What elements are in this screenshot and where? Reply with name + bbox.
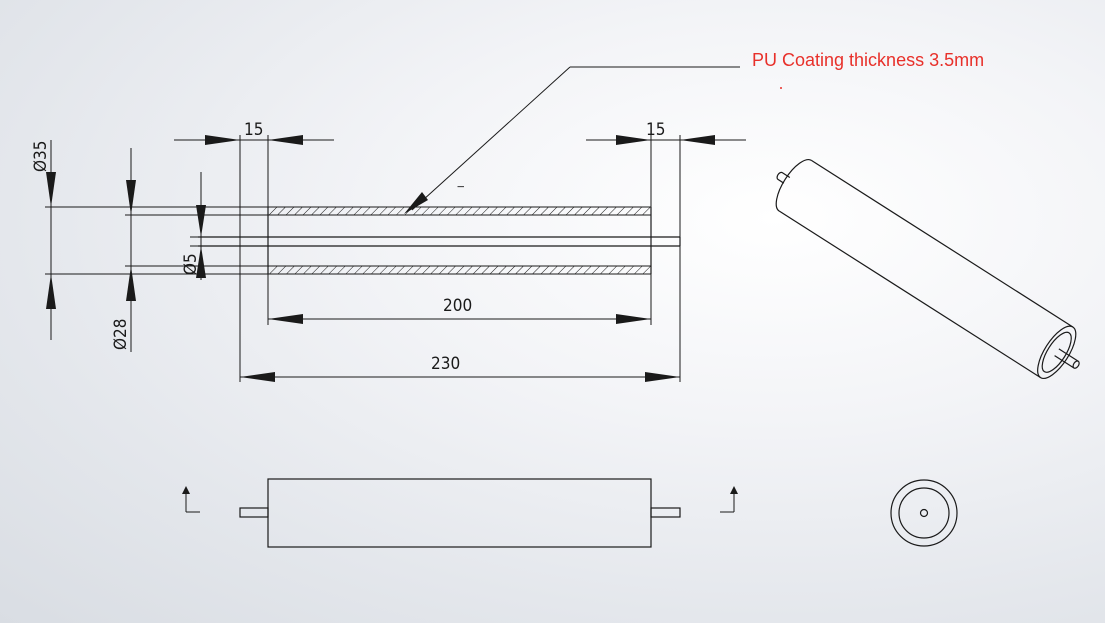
section-marker-right <box>720 486 738 513</box>
svg-text:I: I <box>457 185 467 188</box>
coating-note: PU Coating thickness 3.5mm <box>752 50 984 70</box>
stray-dot <box>780 87 782 89</box>
dim-inner-length-value: 200 <box>443 296 472 316</box>
dim-end-left <box>174 135 334 145</box>
isometric-view <box>775 159 1080 379</box>
dim-end-right-value: 15 <box>646 120 665 140</box>
side-view <box>890 479 958 547</box>
front-view <box>182 478 738 548</box>
section-marker-left <box>182 486 200 513</box>
dim-end-right <box>586 135 746 145</box>
dim-inner-length <box>268 314 651 324</box>
dim-outer-diameter-value: Ø35 <box>31 141 51 173</box>
coating-band-top <box>267 206 652 216</box>
dim-shaft-diameter-value: Ø5 <box>181 253 201 275</box>
dim-total-length <box>240 372 680 382</box>
dim-extension-lines <box>239 135 681 382</box>
dim-inner-diameter-value: Ø28 <box>111 319 131 351</box>
coating-band-bottom <box>267 265 652 275</box>
section-view: I <box>198 185 681 275</box>
dim-end-left-value: 15 <box>244 120 263 140</box>
dim-shaft-diameter <box>190 172 210 280</box>
dim-total-length-value: 230 <box>431 354 460 374</box>
dim-outer-diameter <box>46 140 56 340</box>
dim-inner-diameter <box>126 148 136 352</box>
dim-diameter-extensions <box>45 206 268 275</box>
